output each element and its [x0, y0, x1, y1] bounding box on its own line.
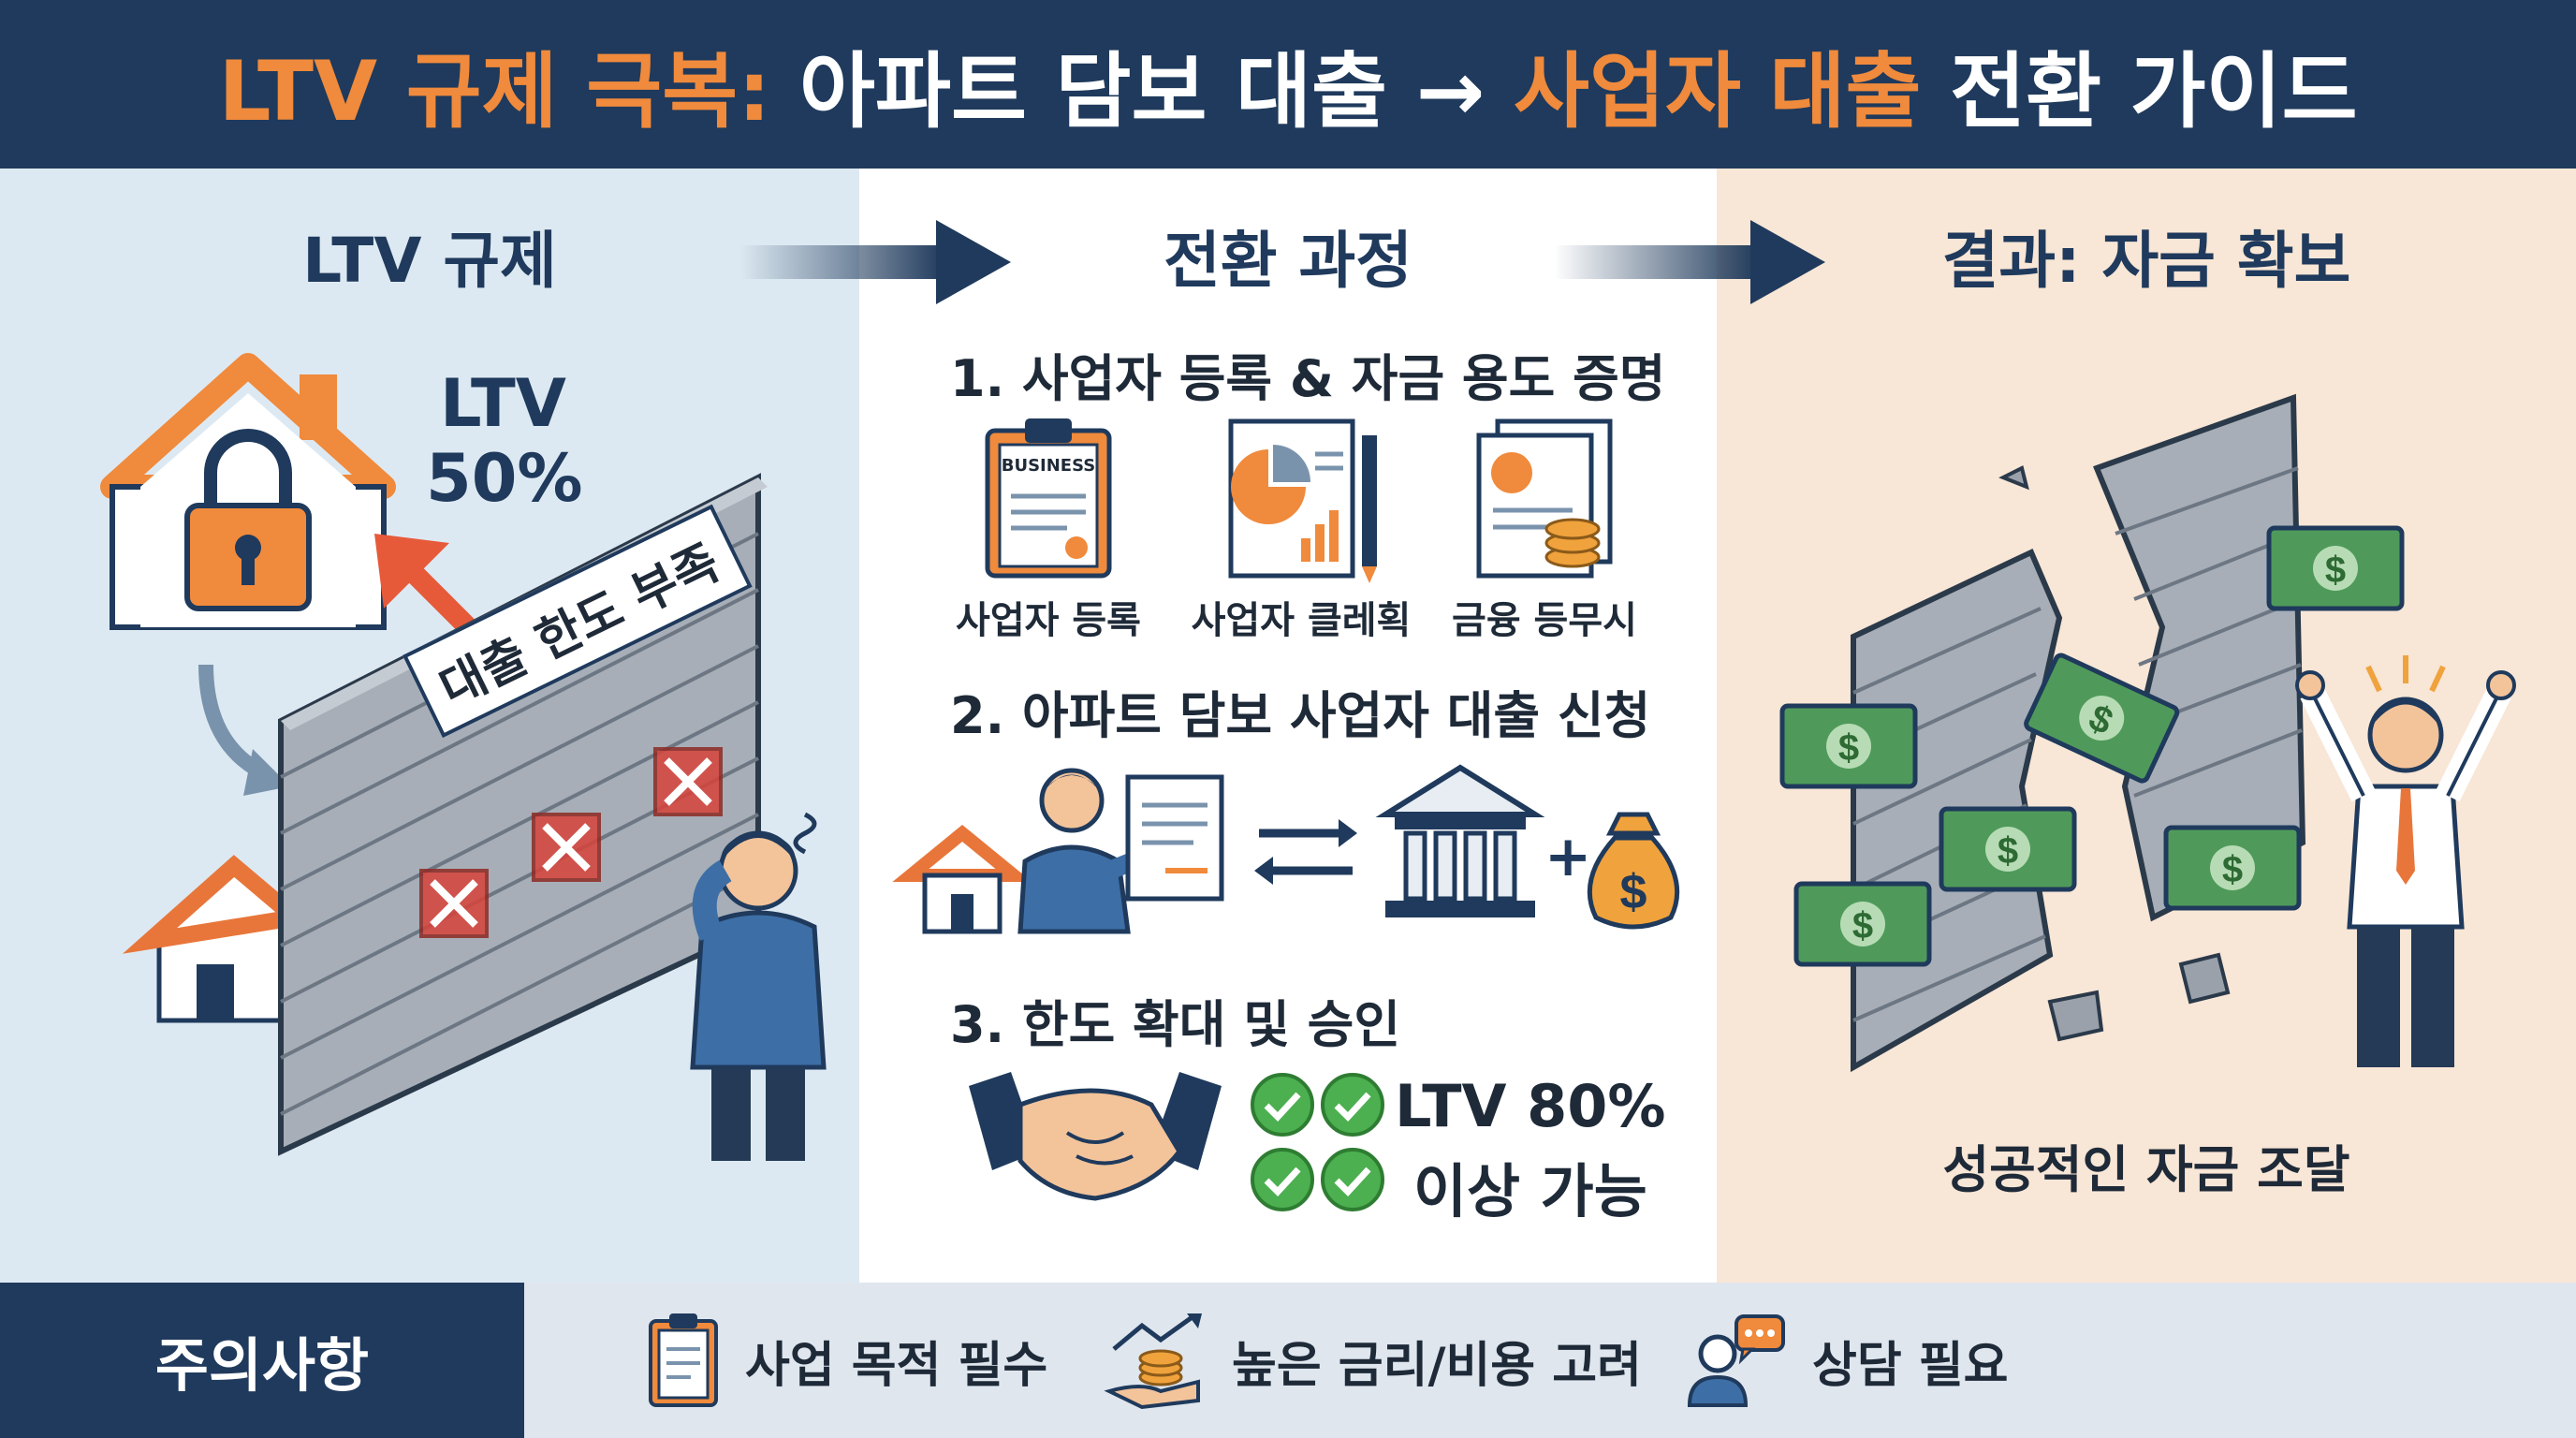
small-house-icon	[122, 855, 315, 1023]
svg-text:$: $	[1838, 727, 1859, 769]
caution-item-business-purpose: 사업 목적 필수	[646, 1283, 1047, 1438]
step-3-title: 3. 한도 확대 및 승인	[950, 995, 1401, 1054]
document-icon	[649, 1313, 718, 1407]
svg-text:$: $	[1998, 830, 2018, 872]
approval-ltv: LTV 80%	[1395, 1072, 1666, 1140]
money-bill-icon: $	[1793, 881, 1932, 967]
caution-item-interest-cost: 높은 금리/비용 고려	[1104, 1283, 1642, 1438]
arrow-right-icon	[739, 220, 1011, 304]
heading-transition: 전환 과정	[1164, 225, 1412, 297]
title-bar: LTV 규제 극복: 아파트 담보 대출 → 사업자 대출 전환 가이드	[0, 0, 2576, 169]
heading-result: 결과: 자금 확보	[1941, 225, 2351, 297]
handshake-icon	[969, 1072, 1222, 1201]
title-part-1: LTV 규제 극복:	[218, 42, 771, 139]
label-business-registration: 사업자 등록	[956, 599, 1141, 642]
clipboard-doc-text: BUSINESS	[1001, 456, 1096, 476]
arrow-right-icon	[1554, 220, 1825, 304]
title-part-2: 아파트 담보 대출 →	[770, 42, 1515, 139]
check-icon	[1321, 1073, 1384, 1137]
step-2-title: 2. 아파트 담보 사업자 대출 신청	[950, 686, 1651, 745]
svg-text:$: $	[2222, 849, 2243, 890]
label-business-plan: 사업자 클레획	[1191, 599, 1412, 642]
svg-text:$: $	[1852, 905, 1873, 946]
money-bag-icon: $	[1587, 812, 1680, 930]
check-icon	[1251, 1073, 1314, 1137]
result-caption: 성공적인 자금 조달	[1942, 1140, 2350, 1199]
check-icon	[1251, 1148, 1314, 1211]
worried-person-icon	[690, 812, 827, 1161]
caution-text-consultation: 상담 필요	[1812, 1337, 2009, 1394]
money-bill-icon: $	[1779, 703, 1918, 789]
title-part-4: 전환 가이드	[1921, 42, 2358, 139]
caution-text-interest-cost: 높은 금리/비용 고려	[1232, 1337, 1642, 1394]
report-chart-icon	[1228, 418, 1377, 583]
house-icon	[892, 824, 1032, 934]
financial-docs-icon	[1476, 418, 1613, 579]
heading-ltv-regulation: LTV 규제	[302, 225, 557, 297]
approval-possible: 이상 가능	[1413, 1157, 1647, 1225]
applicant-person-icon	[1017, 768, 1160, 934]
check-icon	[1321, 1148, 1384, 1211]
money-bill-icon: $	[2266, 525, 2405, 611]
caution-item-consultation: 상담 필요	[1685, 1283, 2008, 1438]
bank-icon	[1375, 764, 1545, 917]
caution-text-business-purpose: 사업 목적 필수	[745, 1337, 1048, 1394]
money-bill-icon: $	[2163, 825, 2302, 911]
coins-hand-icon	[1104, 1313, 1202, 1409]
clipboard-icon	[985, 418, 1112, 579]
house-lock-icon	[100, 353, 396, 630]
step-1-title: 1. 사업자 등록 & 자금 용도 증명	[950, 349, 1666, 408]
money-bill-icon: $	[2024, 653, 2180, 784]
consult-icon	[1687, 1313, 1785, 1407]
ltv-label: LTV	[440, 365, 566, 442]
exchange-arrows-icon	[1254, 819, 1357, 885]
caution-label: 주의사항	[0, 1283, 524, 1438]
label-financial-docs: 금융 등무시	[1452, 599, 1637, 642]
svg-text:$: $	[2325, 550, 2346, 591]
plus-sign: +	[1544, 824, 1592, 889]
celebrating-person-icon	[2295, 655, 2516, 1067]
ltv-value: 50%	[426, 440, 583, 517]
title-part-3: 사업자 대출	[1514, 42, 1922, 139]
application-form-icon	[1125, 774, 1224, 902]
svg-text:$: $	[1620, 865, 1647, 919]
money-bill-icon: $	[1939, 806, 2077, 892]
